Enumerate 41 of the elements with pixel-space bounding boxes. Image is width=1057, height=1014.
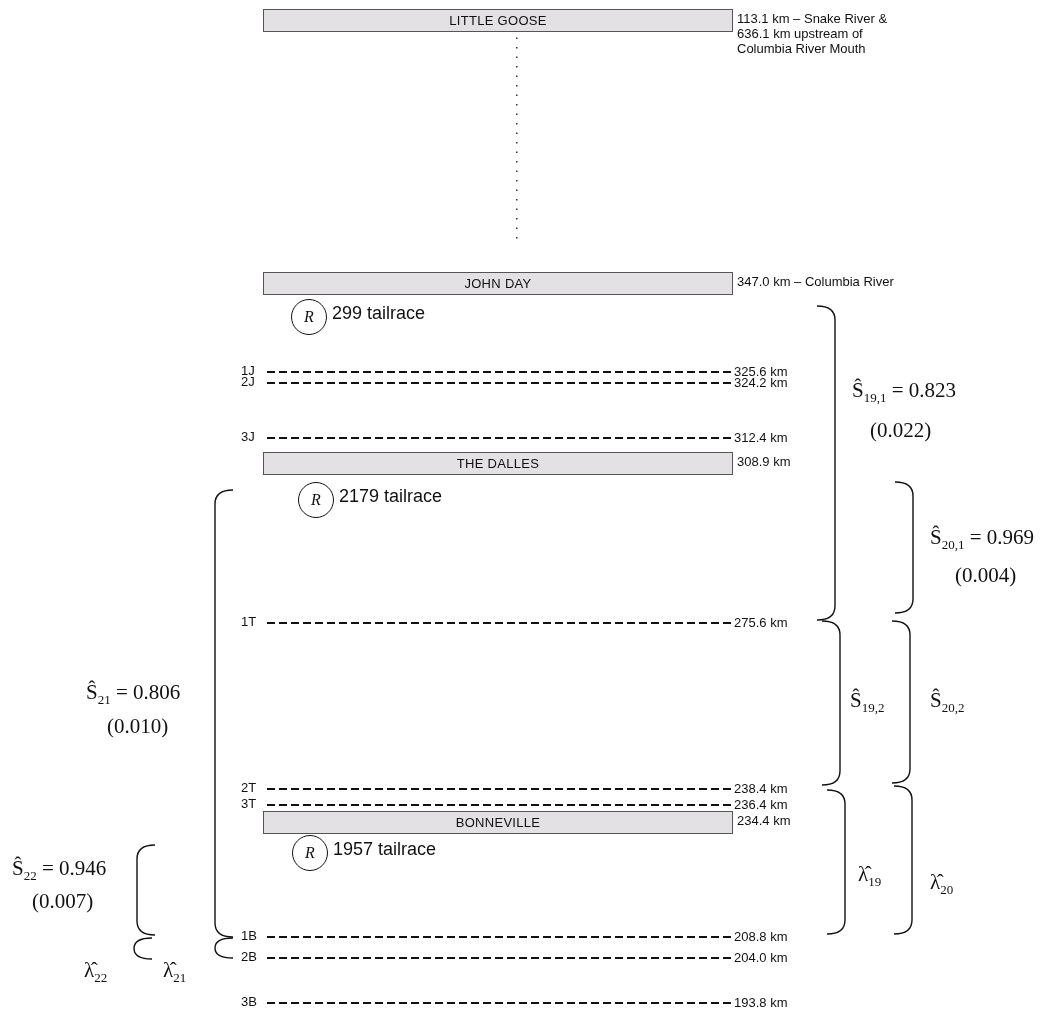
estimate-label: Ŝ$_{22}$ = 0.946 <box>12 856 107 885</box>
estimate-label: (0.004) <box>955 563 1017 587</box>
estimate-label: λ̂$_{20}$ <box>930 870 954 899</box>
distance-label: 275.6 km <box>734 615 788 630</box>
location-label: 308.9 km <box>737 454 791 469</box>
distance-label: 204.0 km <box>734 950 788 965</box>
estimate-label: Ŝ$_{19,1}$ = 0.823 <box>852 378 957 407</box>
dam-bar: JOHN DAY <box>263 271 733 295</box>
detector-label: 2T <box>241 781 257 795</box>
estimate-label: (0.010) <box>107 714 169 738</box>
estimate-label: Ŝ$_{19,2}$ <box>850 688 885 717</box>
estimate-label: Ŝ$_{21}$ = 0.806 <box>86 680 181 709</box>
estimate-label: Ŝ$_{20,1}$ = 0.969 <box>930 525 1035 554</box>
release-label: 2179 tailrace <box>339 486 443 506</box>
estimate-label: (0.007) <box>32 889 94 913</box>
detector-label: 3B <box>241 995 257 1009</box>
estimate-label: λ̂$_{22}$ <box>84 958 108 987</box>
release-label: 299 tailrace <box>332 303 426 323</box>
distance-label: 193.8 km <box>734 995 788 1010</box>
estimate-label: λ̂$_{21}$ <box>163 958 187 987</box>
detector-label: 1T <box>241 615 257 629</box>
distance-label: 236.4 km <box>734 797 788 812</box>
detector-label: 3T <box>241 797 257 811</box>
location-label: 347.0 km – Columbia River <box>737 274 894 289</box>
location-label: 234.4 km <box>737 813 791 828</box>
detector-label: 1J <box>241 364 255 378</box>
release-label: 1957 tailrace <box>333 839 437 859</box>
dam-bar: LITTLE GOOSE <box>263 8 733 32</box>
distance-label: 208.8 km <box>734 929 788 944</box>
detector-label: 2B <box>241 950 257 964</box>
detector-label: 3J <box>241 430 255 444</box>
estimate-label: Ŝ$_{20,2}$ <box>930 688 965 717</box>
distance-label: 312.4 km <box>734 430 788 445</box>
estimate-label: λ̂$_{19}$ <box>858 862 882 891</box>
estimate-label: (0.022) <box>870 418 932 442</box>
dam-bar: BONNEVILLE <box>263 810 733 834</box>
distance-label: 238.4 km <box>734 781 788 796</box>
location-label: 113.1 km – Snake River & 636.1 km upstream of Columbia River Mouth <box>737 11 889 56</box>
detector-label: 2J <box>241 375 255 389</box>
dam-bar: THE DALLES <box>263 451 733 475</box>
detector-label: 1B <box>241 929 257 943</box>
